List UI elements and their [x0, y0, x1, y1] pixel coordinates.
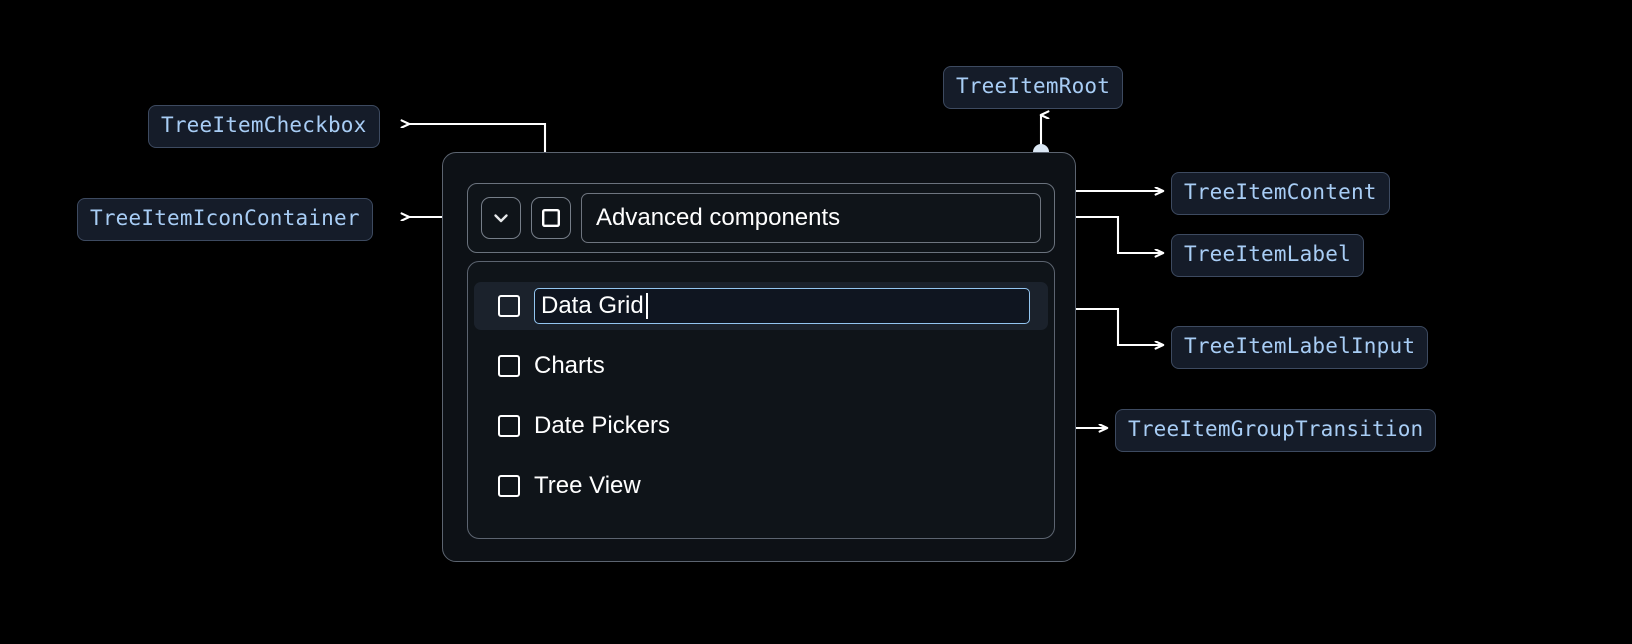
tree-item-label-text: Advanced components — [596, 204, 841, 231]
tree-child-row[interactable]: Data Grid — [474, 282, 1048, 330]
checkbox-unchecked-icon[interactable] — [498, 355, 520, 377]
checkbox-unchecked-icon — [539, 206, 563, 230]
checkbox-unchecked-icon[interactable] — [498, 475, 520, 497]
annotation-tree-item-checkbox: TreeItemCheckbox — [148, 105, 380, 148]
tree-item-root[interactable]: Advanced components Data Grid Charts Dat… — [442, 152, 1076, 562]
annotation-tree-item-icon-container: TreeItemIconContainer — [77, 198, 373, 241]
tree-item-label-input-value: Data Grid — [541, 292, 644, 319]
tree-item-label[interactable]: Advanced components — [581, 193, 1041, 243]
annotation-tree-item-group-transition: TreeItemGroupTransition — [1115, 409, 1437, 452]
tree-item-checkbox[interactable] — [531, 197, 571, 239]
checkbox-unchecked-icon[interactable] — [498, 415, 520, 437]
checkbox-unchecked-icon[interactable] — [498, 295, 520, 317]
annotation-tree-item-root: TreeItemRoot — [943, 66, 1124, 109]
tree-child-row[interactable]: Charts — [468, 342, 1054, 390]
text-caret — [645, 293, 648, 319]
tree-item-icon-container[interactable] — [481, 197, 521, 239]
tree-item-label-input[interactable]: Data Grid — [534, 288, 1030, 324]
tree-item-label: Tree View — [534, 472, 641, 499]
tree-item-content[interactable]: Advanced components — [467, 183, 1055, 253]
annotation-tree-item-label-input: TreeItemLabelInput — [1171, 326, 1429, 369]
tree-item-label: Charts — [534, 352, 605, 379]
annotation-tree-item-label: TreeItemLabel — [1171, 234, 1364, 277]
tree-child-row[interactable]: Date Pickers — [468, 402, 1054, 450]
tree-item-label: Date Pickers — [534, 412, 671, 439]
tree-item-group-transition: Data Grid Charts Date Pickers Tree View — [467, 261, 1055, 539]
tree-child-row[interactable]: Tree View — [468, 462, 1054, 510]
chevron-down-icon — [489, 206, 513, 230]
annotation-tree-item-content: TreeItemContent — [1171, 172, 1390, 215]
